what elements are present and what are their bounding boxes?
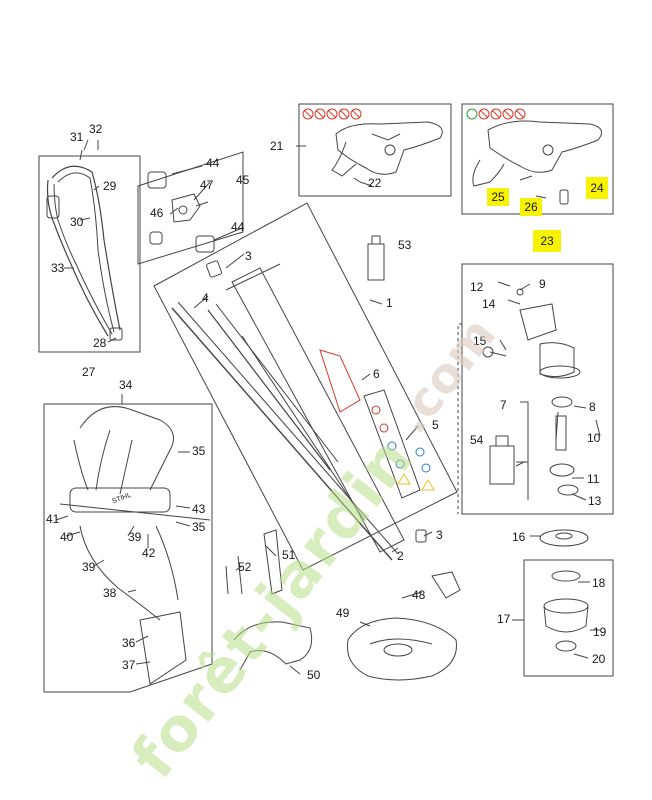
part-label-54: 54 (470, 433, 484, 447)
part-label-22: 22 (368, 176, 382, 190)
part-label-8: 8 (589, 400, 596, 414)
part-label-15: 15 (473, 334, 487, 348)
part-label-53: 53 (398, 238, 412, 252)
part-label-30: 30 (70, 215, 84, 229)
part-label-37: 37 (122, 658, 136, 672)
part-label-44: 44 (231, 220, 245, 234)
part-label-23-highlighted: 23 (533, 230, 561, 252)
shoulder-strap-drawing (46, 149, 123, 341)
frame-mowing-head (523, 559, 614, 677)
part-label-9: 9 (539, 277, 546, 291)
part-label-25-highlighted: 25 (487, 188, 509, 206)
shaft-drawing (171, 260, 427, 561)
frame-shaft (153, 202, 458, 571)
part-label-34: 34 (119, 378, 133, 392)
part-label-29: 29 (103, 179, 117, 193)
housing-drawing (331, 121, 443, 187)
part-label-32: 32 (89, 122, 103, 136)
part-label-5: 5 (432, 418, 439, 432)
part-label-7: 7 (500, 398, 507, 412)
part-label-31: 31 (70, 130, 84, 144)
part-label-47: 47 (200, 178, 214, 192)
part-label-46: 46 (150, 206, 164, 220)
frame-gearhead (461, 263, 614, 515)
part-label-36: 36 (122, 636, 136, 650)
part-label-20: 20 (592, 652, 606, 666)
part-label-12: 12 (470, 280, 484, 294)
frame-housing (298, 103, 452, 197)
part-label-35: 35 (192, 520, 206, 534)
part-label-41: 41 (46, 512, 60, 526)
part-label-11: 11 (587, 472, 600, 486)
part-label-44: 44 (206, 156, 220, 170)
part-label-51: 51 (282, 548, 296, 562)
part-label-26-highlighted: 26 (520, 198, 542, 216)
part-label-35: 35 (192, 444, 206, 458)
decal-strip (363, 389, 435, 499)
part-label-50: 50 (307, 668, 321, 682)
mowing-head-drawing (543, 570, 589, 652)
part-label-48: 48 (412, 588, 426, 602)
part-label-39: 39 (128, 530, 142, 544)
part-label-6: 6 (373, 367, 380, 381)
frame-small-parts (137, 151, 244, 265)
part-label-2: 2 (397, 549, 404, 563)
part-label-39: 39 (82, 560, 96, 574)
part-label-42: 42 (142, 546, 156, 560)
part-label-14: 14 (482, 297, 496, 311)
part-label-27: 27 (82, 365, 96, 379)
warning-icons-housing (302, 108, 362, 120)
part-label-19: 19 (593, 625, 607, 639)
gearhead-drawing (482, 281, 581, 496)
part-label-21: 21 (270, 139, 284, 153)
harness-drawing (59, 406, 211, 685)
housing-highlighted-drawing (472, 120, 603, 205)
part-label-38: 38 (103, 586, 117, 600)
part-label-33: 33 (51, 261, 65, 275)
part-label-40: 40 (60, 530, 74, 544)
part-label-18: 18 (592, 576, 606, 590)
frame-harness (43, 403, 213, 693)
part-label-43: 43 (192, 502, 206, 516)
part-label-4: 4 (202, 291, 209, 305)
part-label-49: 49 (336, 606, 350, 620)
part-label-28: 28 (93, 336, 107, 350)
part-label-3: 3 (436, 528, 443, 542)
part-label-24-highlighted: 24 (586, 177, 608, 199)
frame-shoulder-strap (38, 155, 141, 353)
part-label-10: 10 (587, 431, 601, 445)
part-label-45: 45 (236, 173, 250, 187)
guard-drawing (346, 617, 457, 681)
part-label-3: 3 (245, 249, 252, 263)
part-label-52: 52 (238, 560, 252, 574)
part-label-17: 17 (497, 612, 511, 626)
part-label-13: 13 (588, 494, 602, 508)
part-label-1: 1 (386, 296, 393, 310)
part-label-16: 16 (512, 530, 526, 544)
warning-icons-highlighted (466, 108, 526, 120)
